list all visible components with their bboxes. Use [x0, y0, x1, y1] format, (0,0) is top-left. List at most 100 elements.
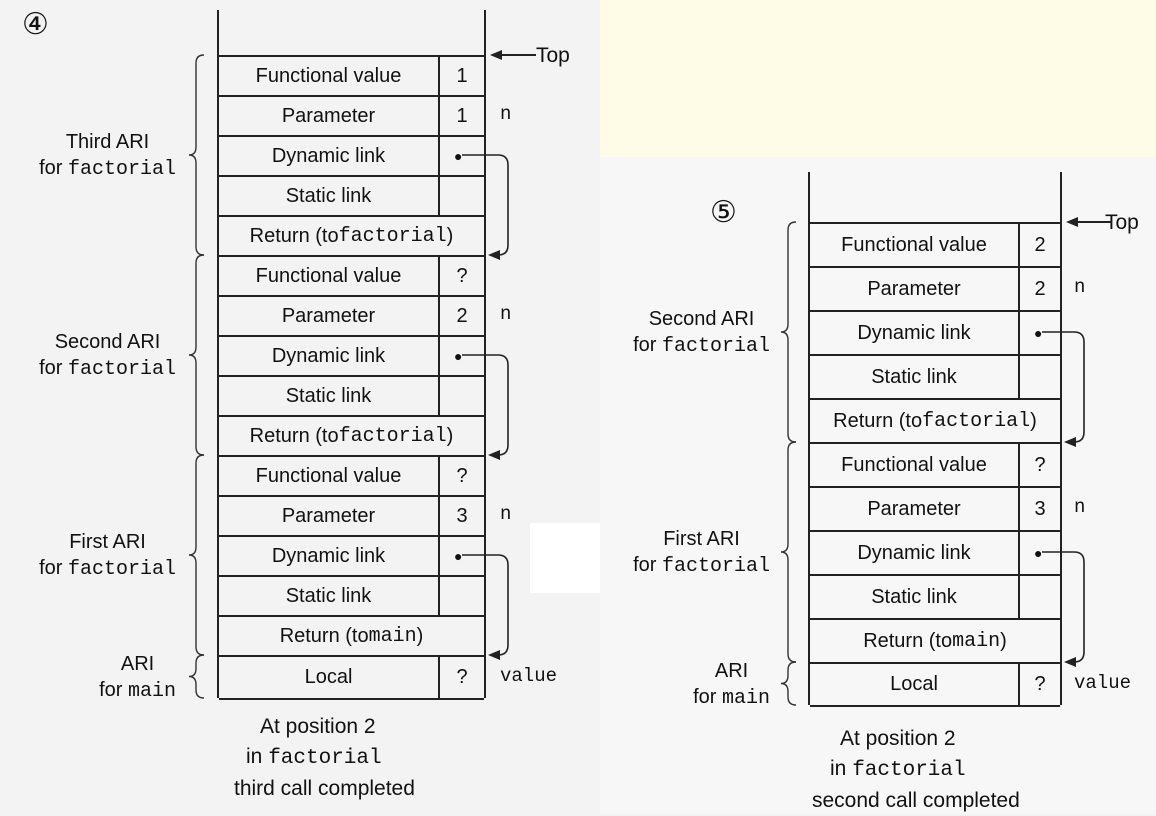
link-dot: ●: [1018, 532, 1060, 574]
stack-cell: Dynamic link●: [810, 312, 1060, 356]
variable-name: n: [500, 503, 512, 525]
cell-value: [438, 177, 484, 215]
cell-label-text: ): [446, 224, 454, 247]
ari-group-title: Second ARI: [54, 331, 161, 353]
cell-label: Parameter: [281, 104, 376, 127]
ari-group-subtitle-code: factorial: [67, 558, 176, 581]
cell-label: Local: [890, 673, 938, 695]
stack-cell: Static link: [810, 576, 1060, 620]
variable-name: n: [1074, 496, 1086, 518]
ari-group-title: Second ARI: [648, 308, 755, 330]
cell-label: Static link: [285, 384, 372, 407]
group-brace: [188, 54, 205, 256]
cell-label: Static link: [871, 365, 957, 388]
cell-label: Dynamic link: [271, 544, 386, 567]
blank-patch: [530, 523, 600, 593]
variable-name: value: [500, 664, 558, 687]
ari-group-subtitle-text: for: [39, 157, 68, 179]
ari-group-title: ARI: [714, 659, 749, 682]
group-brace: [188, 654, 205, 699]
caption: At position 2 in factorial second call c…: [812, 724, 1020, 816]
stack-cell: Return (to main): [810, 620, 1060, 664]
group-brace: [780, 661, 797, 706]
stack-cell: Dynamic link●: [219, 537, 484, 577]
cell-label: Return (to factorial): [219, 417, 484, 455]
link-dot: ●: [1018, 312, 1060, 354]
stack-cell: Dynamic link ●: [810, 532, 1060, 576]
link-dot: ●: [438, 337, 484, 375]
ari-group-subtitle: for factorial: [633, 332, 770, 360]
cell-label: Functional value: [255, 464, 402, 487]
top-label: Top: [1105, 211, 1139, 234]
cell-label-code: factorial: [338, 224, 447, 248]
ari-group-subtitle: for factorial: [633, 552, 770, 580]
cell-label-text: ): [1030, 409, 1037, 432]
stack-rails: [217, 10, 486, 55]
stack-cell: Local?: [810, 664, 1060, 707]
ari-group-title: First ARI: [69, 531, 146, 553]
group-brace: [780, 441, 797, 663]
cell-value: [1018, 576, 1060, 618]
stack-cell: Parameter 1: [219, 97, 484, 137]
caption-line-3: third call completed: [234, 777, 415, 800]
stack-cell: Static link: [219, 377, 484, 417]
dynamic-link-arrow: [1042, 331, 1085, 447]
caption-line-2: in factorial: [246, 745, 382, 770]
cell-value: ?: [438, 657, 484, 698]
caption-line-1: At position 2: [260, 715, 376, 738]
dynamic-link-arrow: [462, 554, 509, 660]
stack-cell: Static link: [810, 356, 1060, 400]
cell-label-text: ): [1000, 629, 1007, 652]
cell-label: Static link: [871, 585, 957, 608]
cell-label-code: main: [368, 624, 417, 648]
ari-group-subtitle-text: for: [633, 334, 662, 356]
ari-group-subtitle-code: factorial: [661, 335, 770, 358]
cell-label: Static link: [285, 184, 372, 207]
group-brace: [188, 254, 205, 456]
stack-cell: Return (to factorial): [810, 400, 1060, 444]
cell-label-text: ): [416, 624, 424, 647]
ari-group-subtitle: for factorial: [39, 355, 176, 383]
stack-cell: Local?: [219, 657, 484, 700]
links-overlay: [188, 50, 536, 699]
dynamic-link-arrow: [462, 354, 509, 460]
cell-value: ?: [438, 257, 484, 295]
cell-value: 1: [438, 57, 484, 95]
stack-cell: Dynamic link●: [219, 137, 484, 177]
top-label: Top: [536, 44, 570, 67]
cell-label-text: Return (to: [279, 624, 369, 647]
caption: At position 2 in factorial third call co…: [234, 712, 415, 804]
stack-cell: Static link: [219, 177, 484, 217]
cell-value: ?: [1018, 664, 1060, 705]
cell-label-code: factorial: [338, 424, 447, 448]
ari-group-subtitle-text: for: [633, 554, 662, 576]
ari-group-subtitle-code: factorial: [67, 158, 176, 181]
cell-label: Parameter: [281, 504, 376, 527]
cell-label: Dynamic link: [857, 541, 971, 564]
stack-cell: Return (to factorial): [219, 417, 484, 457]
cell-label: Parameter: [281, 304, 376, 327]
ari-group-subtitle-text: for: [39, 557, 68, 579]
cell-value: 1: [438, 97, 484, 135]
cell-value: 3: [438, 497, 484, 535]
cell-label-text: ): [446, 424, 454, 447]
ari-group-subtitle-text: for: [99, 678, 128, 701]
cell-label-text: Return (to: [863, 629, 953, 652]
ari-group-subtitle: for main: [693, 684, 770, 712]
cell-label-text: Return (to: [249, 424, 339, 447]
cell-label: Dynamic link: [271, 144, 386, 167]
ari-group-subtitle-text: for: [693, 685, 722, 708]
variable-name: value: [1074, 671, 1132, 694]
cell-value: 3: [1018, 488, 1060, 530]
cell-label: Local: [304, 666, 353, 688]
